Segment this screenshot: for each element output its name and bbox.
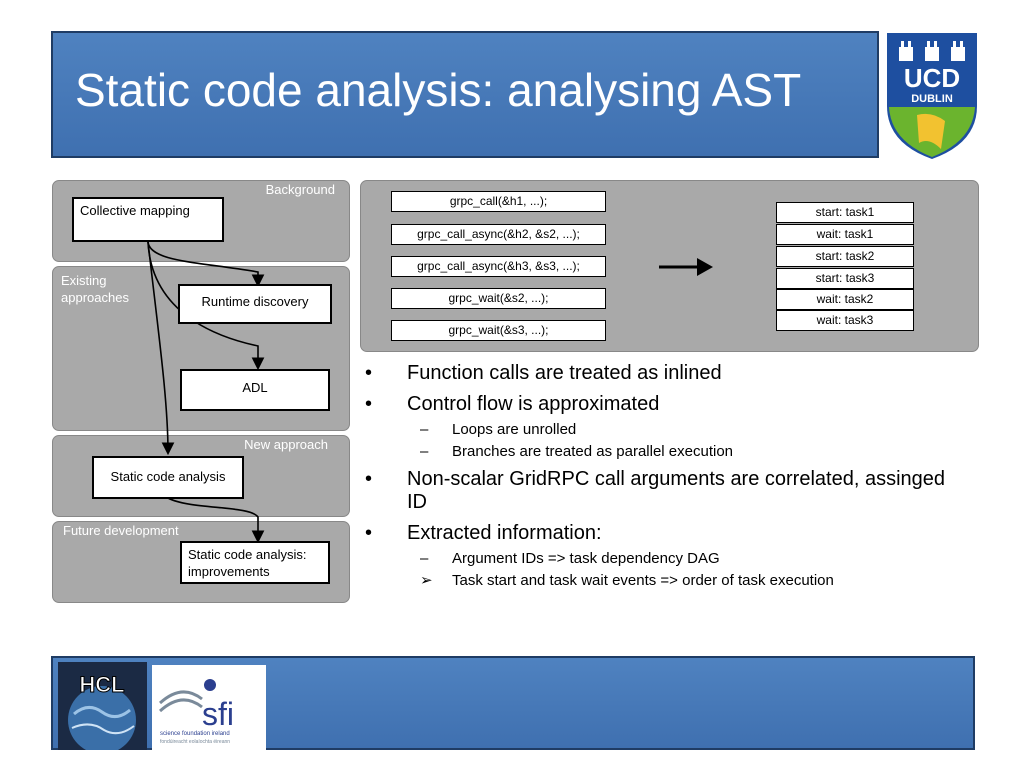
arrow-to-runtime (147, 241, 265, 288)
sfi-logo-subtext: science foundation ireland (160, 731, 230, 737)
section-label: Future development (63, 523, 179, 538)
dash-icon: – (420, 550, 429, 567)
sub-bullet-text: Task start and task wait events => order… (452, 572, 834, 589)
bullet-icon: • (365, 522, 373, 544)
box-improvements: Static code analysis: improvements (180, 541, 330, 584)
sfi-logo: sfi science foundation ireland fondúirea… (152, 665, 266, 750)
dash-icon: – (420, 443, 429, 460)
bullet-item: • Extracted information: (365, 522, 1005, 545)
grpc-call: grpc_call_async(&h3, &s3, ...); (391, 256, 606, 277)
arrow-to-static (147, 241, 175, 456)
arrow-bullet-icon: ➢ (420, 572, 433, 589)
section-label: Background (265, 182, 335, 197)
hcl-logo: HCL (58, 662, 147, 750)
grpc-call: grpc_call(&h1, ...); (391, 191, 606, 212)
sub-bullet-text: Branches are treated as parallel executi… (452, 443, 734, 460)
task-event: start: task3 (776, 268, 914, 289)
sub-bullet-item: – Loops are unrolled (365, 420, 1005, 440)
section-label: New approach (244, 437, 328, 452)
task-event: wait: task1 (776, 224, 914, 245)
grpc-call: grpc_wait(&s2, ...); (391, 288, 606, 309)
task-event: start: task2 (776, 246, 914, 267)
sub-bullet-item: – Argument IDs => task dependency DAG (365, 549, 1005, 569)
sub-bullet-text: Loops are unrolled (452, 421, 577, 438)
bullet-item: • Control flow is approximated (365, 393, 1005, 416)
dash-icon: – (420, 421, 429, 438)
ucd-logo: UCD DUBLIN (887, 33, 977, 159)
grpc-call: grpc_wait(&s3, ...); (391, 320, 606, 341)
sfi-logo-subtext-irish: fondúireacht eolaíochta éireann (160, 739, 230, 745)
bullet-item: • Function calls are treated as inlined (365, 362, 1005, 385)
task-event: wait: task3 (776, 310, 914, 331)
hcl-logo-text: HCL (79, 672, 124, 697)
sfi-logo-text: sfi (202, 696, 234, 732)
arrow-to-adl (147, 241, 265, 371)
box-adl: ADL (180, 369, 330, 411)
bullet-text: Control flow is approximated (407, 393, 660, 415)
slide-title: Static code analysis: analysing AST (75, 64, 802, 116)
bullet-text: Non-scalar GridRPC call arguments are co… (407, 468, 946, 513)
bullet-text: Function calls are treated as inlined (407, 362, 722, 384)
section-label: Existing approaches (61, 273, 129, 305)
ucd-logo-text: UCD (904, 63, 960, 93)
sub-bullet-item: ➢ Task start and task wait events => ord… (365, 571, 1005, 591)
bullet-list: • Function calls are treated as inlined … (365, 362, 1005, 597)
task-event: start: task1 (776, 202, 914, 223)
bullet-text: Extracted information: (407, 522, 602, 544)
box-static-code-analysis: Static code analysis (92, 456, 244, 499)
bullet-icon: • (365, 362, 373, 384)
arrow-to-improvements (167, 497, 265, 544)
title-bar: Static code analysis: analysing AST (51, 31, 879, 158)
ucd-logo-subtext: DUBLIN (911, 93, 953, 105)
code-example-panel: grpc_call(&h1, ...); grpc_call_async(&h2… (360, 180, 979, 352)
bullet-icon: • (365, 468, 373, 490)
bullet-item: • Non-scalar GridRPC call arguments are … (365, 468, 1005, 514)
grpc-call: grpc_call_async(&h2, &s2, ...); (391, 224, 606, 245)
sub-bullet-text: Argument IDs => task dependency DAG (452, 550, 720, 567)
task-event: wait: task2 (776, 289, 914, 310)
arrow-right-icon (659, 258, 713, 276)
bullet-icon: • (365, 393, 373, 415)
box-collective-mapping: Collective mapping (72, 197, 224, 242)
box-runtime-discovery: Runtime discovery (178, 284, 332, 324)
sub-bullet-item: – Branches are treated as parallel execu… (365, 442, 1005, 462)
